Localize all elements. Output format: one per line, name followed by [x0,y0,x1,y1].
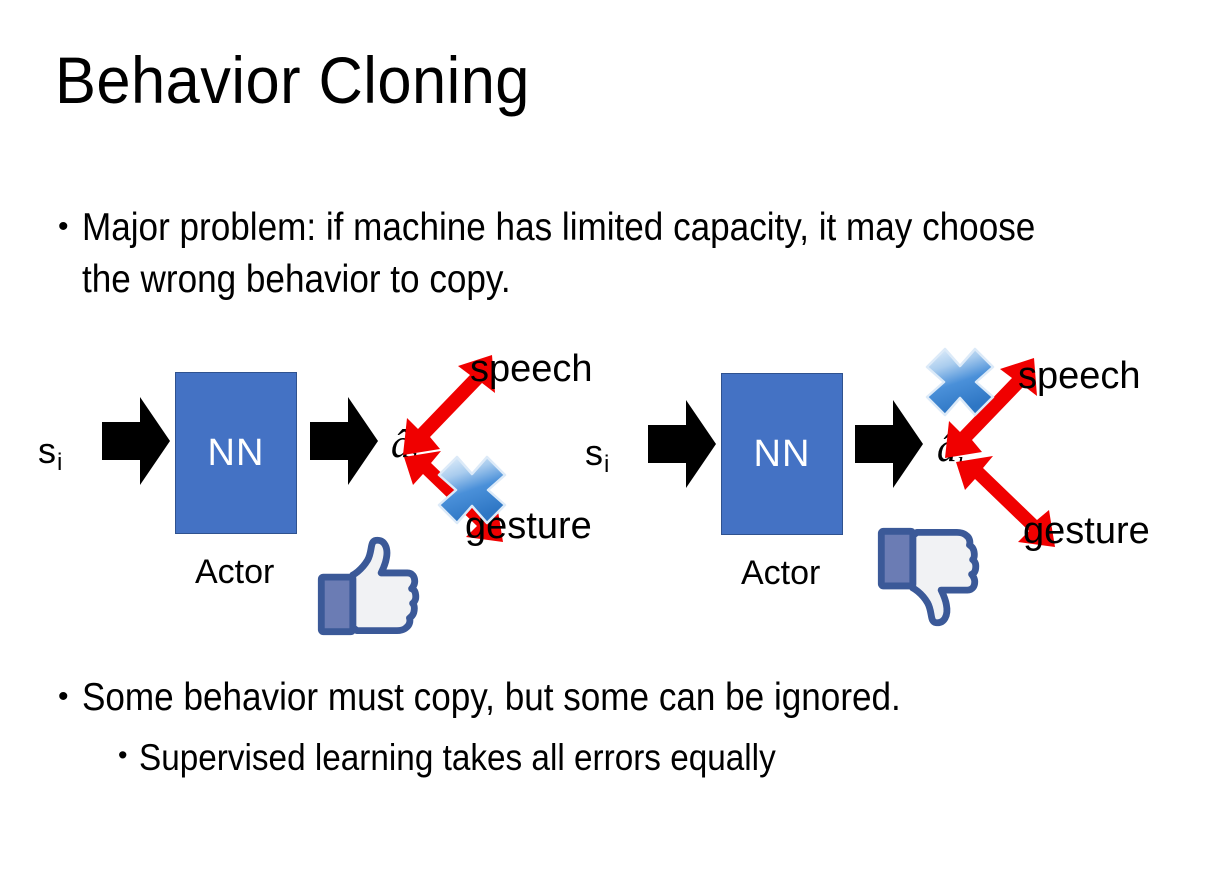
thumbs-down-icon [875,525,980,630]
nn-box-label: NN [753,432,811,475]
nn-box-left: NN [175,372,297,534]
state-subscript: i [57,448,63,476]
diagram-bad-case: si NN Actor âi speech [555,340,1155,640]
output-arrow-icon-left [310,395,378,487]
action-subscript: i [957,447,964,475]
state-label-right: si [585,435,609,477]
nn-box-label: NN [207,431,265,474]
input-arrow-icon-left [102,395,170,487]
output-label-speech-left: speech [470,348,593,390]
thumbs-up-icon [315,533,420,638]
bullet-marker-icon: • [58,680,69,713]
nn-box-right: NN [721,373,843,535]
speech-arrow-icon-right [938,348,1058,468]
state-symbol: s [585,432,603,473]
bullet-text-bottom-sub: Supervised learning takes all errors equ… [139,737,777,778]
gesture-arrow-icon-right [945,450,1065,570]
speech-arrow-icon-left [396,345,516,465]
page-title: Behavior Cloning [55,43,530,117]
state-label-left: si [38,433,62,475]
output-label-gesture-right: gesture [1023,510,1150,552]
bullet-text-bottom-main: Some behavior must copy, but some can be… [81,676,901,719]
bullet-text-top: Major problem: if machine has limited ca… [81,206,1035,301]
output-arrow-icon-right [855,398,923,490]
bullet-item-bottom-sub: • Supervised learning takes all errors e… [118,733,1178,782]
state-subscript: i [604,450,610,478]
actor-caption-left: Actor [195,553,275,591]
diagram-good-case: si NN Actor âi speech [10,340,610,640]
cross-out-icon-left [435,453,509,527]
actor-caption-right: Actor [741,554,821,592]
bullet-marker-icon: • [118,740,128,770]
bullet-item-top: • Major problem: if machine has limited … [58,202,1178,306]
bullet-item-bottom-main: • Some behavior must copy, but some can … [58,672,1178,724]
output-label-speech-right: speech [1018,355,1141,397]
bullet-marker-icon: • [58,210,69,243]
state-symbol: s [38,430,56,471]
cross-out-icon-right [923,345,997,419]
input-arrow-icon-right [648,398,716,490]
